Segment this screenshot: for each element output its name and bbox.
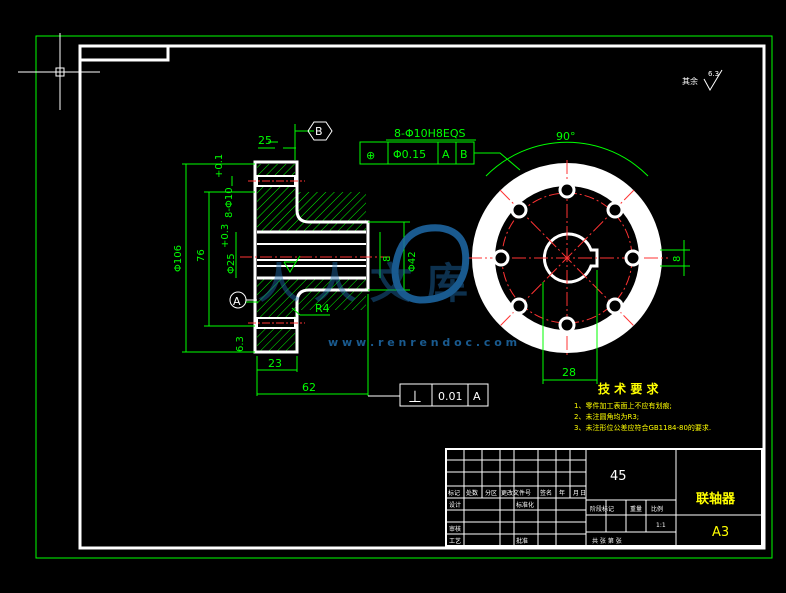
bore [257, 232, 366, 278]
dim-hole-tol: +0.1 [214, 154, 225, 178]
tb-sheet-size: A3 [712, 525, 729, 540]
dim-holes-side: 8-Φ10 [224, 187, 235, 218]
holes-callout: 8-Φ10H8EQS [394, 127, 466, 140]
dim-angle-90: 90° [556, 130, 576, 143]
bolt-hole [558, 181, 576, 199]
watermark-logo-icon [391, 224, 470, 304]
datum-a-label: A [233, 295, 241, 308]
bore-roughness-icon [283, 261, 297, 273]
dim-r4: R4 [315, 302, 330, 315]
watermark-url: w w w . r e n r e n d o c . c o m [328, 336, 517, 349]
tech-req-item-3: 3、未注形位公差应符合GB1184-80的要求. [574, 423, 711, 432]
gdt-perp-ref: A [473, 390, 481, 403]
datum-a: A [229, 291, 257, 309]
dim-dia-42: Φ42 [407, 251, 418, 272]
tech-requirements: 技 术 要 求 1、零件加工表面上不应有划痕; 2、未注圆角均为R3; 3、未注… [574, 381, 711, 432]
bolt-holes [492, 181, 642, 334]
tb-part-name: 联轴器 [696, 491, 736, 507]
roughness-symbol-icon [703, 69, 723, 92]
dim-dia-106: Φ106 [173, 245, 184, 272]
tb-col-3: 更改文件号 [501, 489, 531, 497]
gdt-perp-tol: 0.01 [438, 390, 463, 403]
dim-keyway-right: 8 [672, 256, 683, 262]
drawing-frame [78, 44, 766, 550]
dim-62: 62 [302, 381, 316, 394]
surface-finish-label: 其余 [682, 76, 698, 86]
crosshair-cursor-icon [18, 33, 100, 110]
tb-col-5: 年 [559, 489, 565, 497]
gdt-perp-symbol: ⊥ [408, 387, 422, 406]
tb-stage: 阶段标记 [590, 505, 614, 513]
title-block: 标记 处数 分区 更改文件号 签名 年 月 日 设计 审核 工艺 标准化 批准 … [445, 448, 763, 547]
hatch-flange-bottom [257, 310, 295, 352]
tb-scale-value: 1:1 [656, 522, 666, 529]
datum-b: B [307, 121, 333, 141]
bolt-hole [606, 201, 624, 219]
tb-col-4: 签名 [540, 489, 552, 497]
front-view: 90° 28 8 [468, 130, 690, 384]
hatch-hub-bottom [257, 278, 366, 310]
watermark: 人人文库 w w w . r e n r e n d o c . c o m [258, 224, 517, 349]
dim-chamfer: 6.3 [235, 336, 246, 352]
bolt-hole [624, 249, 642, 267]
hatch-hub-top [257, 192, 366, 232]
bolt-hole [606, 297, 624, 315]
dim-bore-tol: +0.3 [220, 224, 231, 248]
tb-mid-standard: 标准化 [516, 501, 534, 509]
gdt-position-symbol: ⊕ [366, 149, 375, 162]
bolt-hole [510, 201, 528, 219]
gdt-position-tol: Φ0.15 [393, 148, 426, 161]
dim-keyway-left: 8 [382, 256, 393, 262]
dim-23: 23 [268, 357, 282, 370]
tech-req-item-1: 1、零件加工表面上不应有划痕; [574, 401, 672, 410]
dim-28: 28 [562, 366, 576, 379]
tb-row-process: 工艺 [449, 537, 461, 545]
tb-col-0: 标记 [448, 489, 460, 497]
datum-b-label: B [315, 125, 323, 138]
bolt-hole [492, 249, 510, 267]
frame-tab [80, 46, 170, 62]
tech-req-title: 技 术 要 求 [598, 381, 660, 396]
surface-finish-note: 其余 6.3 [682, 69, 723, 92]
gdt-position-ref1: A [442, 148, 450, 161]
keyed-bore [542, 232, 599, 284]
dim-angle-25: 25 [258, 134, 272, 147]
tb-sheets: 共 张 第 张 [592, 537, 622, 545]
tb-weight: 重量 [630, 505, 642, 513]
tb-col-2: 分区 [485, 489, 497, 497]
bolt-hole [510, 297, 528, 315]
tech-req-item-2: 2、未注圆角均为R3; [574, 412, 639, 421]
gdt-position-ref2: B [460, 148, 468, 161]
position-tolerance-frame: 8-Φ10H8EQS ⊕ Φ0.15 A B [359, 127, 521, 171]
tb-col-7: 日 [580, 490, 586, 497]
bolt-hole [558, 316, 576, 334]
watermark-brand: 人人文库 [258, 259, 482, 308]
tb-row-design: 设计 [449, 501, 461, 509]
dim-dia-25: Φ25 [226, 253, 237, 274]
tb-material: 45 [610, 469, 627, 484]
tb-scale-label: 比例 [651, 505, 663, 513]
tb-mid-approve: 批准 [516, 537, 528, 545]
tb-col-1: 处数 [466, 489, 478, 497]
perpendicularity-frame: ⊥ 0.01 A [368, 383, 489, 407]
surface-finish-value: 6.3 [708, 70, 719, 78]
tb-col-6: 月 [573, 490, 579, 497]
tb-row-review: 审核 [449, 525, 461, 533]
dim-76: 76 [196, 249, 207, 262]
sheet-outer-border [35, 35, 773, 559]
section-view: 25 Φ106 76 8-Φ10 +0.1 Φ25 +0.3 6.3 23 62… [173, 121, 418, 396]
